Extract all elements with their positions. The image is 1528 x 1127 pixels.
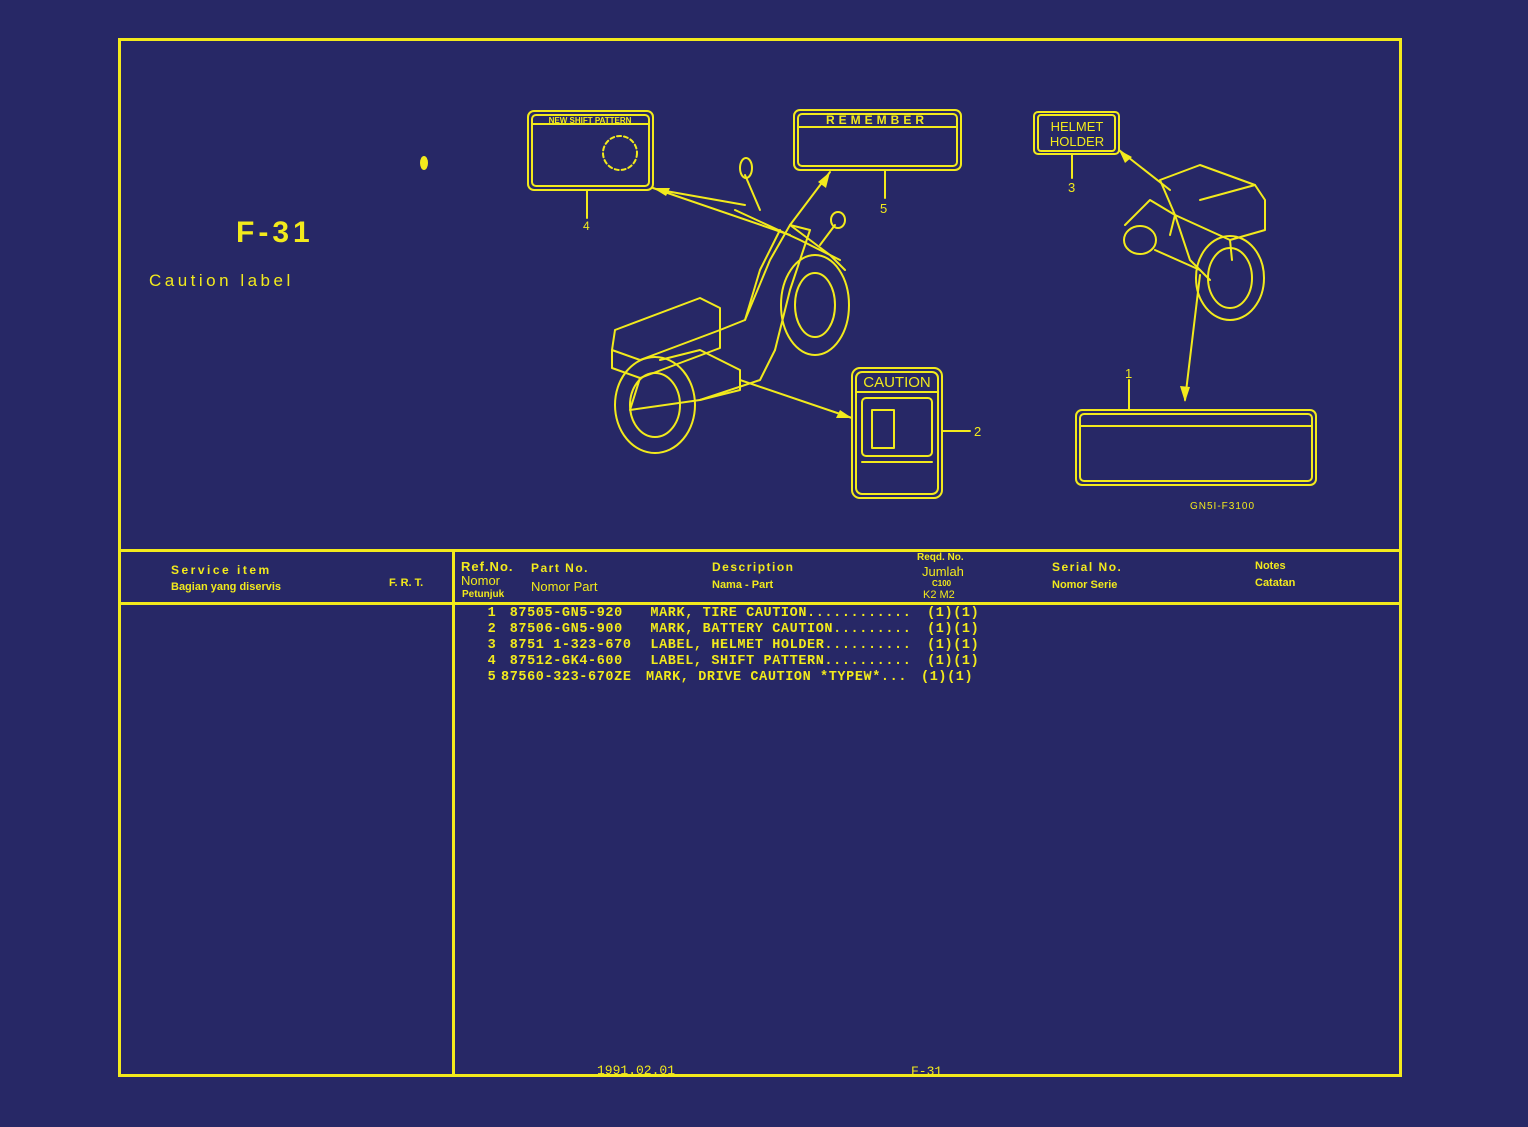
part-qty: (1)(1): [927, 622, 980, 637]
header-description: Description: [712, 560, 795, 574]
header-notes: Notes: [1255, 560, 1286, 572]
drawing-code: GN5I-F3100: [1190, 501, 1255, 512]
part-qty: (1)(1): [921, 670, 974, 685]
scooter-left-drawing: [611, 157, 850, 454]
part-ref: 4: [487, 654, 497, 669]
part-description: MARK, DRIVE CAUTION *TYPEW*...: [646, 670, 908, 685]
part-number: 87505-GN5-920: [509, 606, 623, 621]
callout-1: 1: [1125, 366, 1132, 381]
part-qty: (1)(1): [927, 638, 980, 653]
exploded-illustration: NEW SHIFT PATTERN REMEMBER HELMET HOLDER…: [420, 109, 1317, 512]
figure-code: F-31: [236, 216, 314, 249]
header-ref-no-local-2: Petunjuk: [462, 589, 505, 600]
callout-5: 5: [880, 201, 887, 216]
callout-3: 3: [1068, 180, 1075, 195]
table-top-rule: [118, 549, 1402, 552]
part-number: 87512-GK4-600: [509, 654, 623, 669]
table-row: 1 87505-GN5-920 MARK, TIRE CAUTION......…: [483, 606, 979, 622]
table-row: 5 87560-323-670ZE MARK, DRIVE CAUTION *TYP…: [483, 670, 979, 686]
parts-list: 1 87505-GN5-920 MARK, TIRE CAUTION......…: [483, 606, 979, 686]
part-ref: 2: [487, 622, 497, 637]
part-ref: 3: [487, 638, 497, 653]
battery-caution-label-drawing: [851, 367, 943, 499]
header-bottom-rule: [118, 602, 1402, 605]
part-description: MARK, TIRE CAUTION............: [650, 606, 912, 621]
helmet-label-text-1: HELMET: [1051, 119, 1104, 134]
helmet-label-text-2: HOLDER: [1050, 134, 1104, 149]
header-service-item: Service item: [171, 563, 272, 577]
callout-4: 4: [583, 219, 590, 233]
header-reqd-local: Jumlah: [922, 564, 964, 579]
footer-page: F-31: [911, 1064, 943, 1079]
header-serial-no: Serial No.: [1052, 560, 1123, 574]
header-service-item-local: Bagian yang diservis: [171, 581, 282, 593]
part-number: 87560-323-670ZE: [501, 670, 632, 685]
header-reqd-no: Reqd. No.: [917, 552, 964, 563]
header-frt: F. R. T.: [389, 577, 424, 589]
stray-mark: [420, 156, 428, 170]
header-ref-no-local-1: Nomor: [461, 573, 501, 588]
header-part-no: Part No.: [531, 561, 590, 575]
header-ref-no: Ref.No.: [461, 559, 514, 574]
part-qty: (1)(1): [927, 606, 980, 621]
header-notes-local: Catatan: [1255, 577, 1296, 589]
footer-date: 1991.02.01: [597, 1063, 676, 1078]
table-row: 4 87512-GK4-600 LABEL, SHIFT PATTERN....…: [483, 654, 979, 670]
part-number: 8751 1-323-670: [509, 638, 632, 653]
header-description-local: Nama - Part: [712, 579, 774, 591]
table-row: 2 87506-GN5-900 MARK, BATTERY CAUTION...…: [483, 622, 979, 638]
header-model: C100: [932, 579, 952, 588]
header-serial-local: Nomor Serie: [1052, 579, 1118, 591]
remember-label-drawing: [793, 109, 962, 171]
part-number: 87506-GN5-900: [509, 622, 623, 637]
part-description: MARK, BATTERY CAUTION.........: [650, 622, 912, 637]
remember-label-text: REMEMBER: [826, 113, 928, 127]
part-qty: (1)(1): [927, 654, 980, 669]
header-variants: K2 M2: [923, 589, 955, 601]
column-divider: [452, 549, 455, 1077]
figure-title: Caution label: [149, 271, 294, 290]
part-ref: 5: [487, 670, 497, 685]
tire-caution-label-drawing: [1075, 409, 1317, 486]
shift-pattern-label-text: NEW SHIFT PATTERN: [549, 116, 632, 125]
header-part-no-local: Nomor Part: [531, 579, 598, 594]
page-frame: [118, 38, 1402, 1077]
callout-2: 2: [974, 424, 981, 439]
helmet-holder-label-drawing: [1033, 111, 1120, 155]
caution-label-text: CAUTION: [863, 374, 931, 391]
table-row: 3 8751 1-323-670 LABEL, HELMET HOLDER...…: [483, 638, 979, 654]
part-description: LABEL, SHIFT PATTERN..........: [650, 654, 912, 669]
part-description: LABEL, HELMET HOLDER..........: [650, 638, 912, 653]
shift-pattern-label-drawing: [527, 110, 654, 191]
scooter-right-drawing: [1123, 164, 1266, 321]
part-ref: 1: [487, 606, 497, 621]
